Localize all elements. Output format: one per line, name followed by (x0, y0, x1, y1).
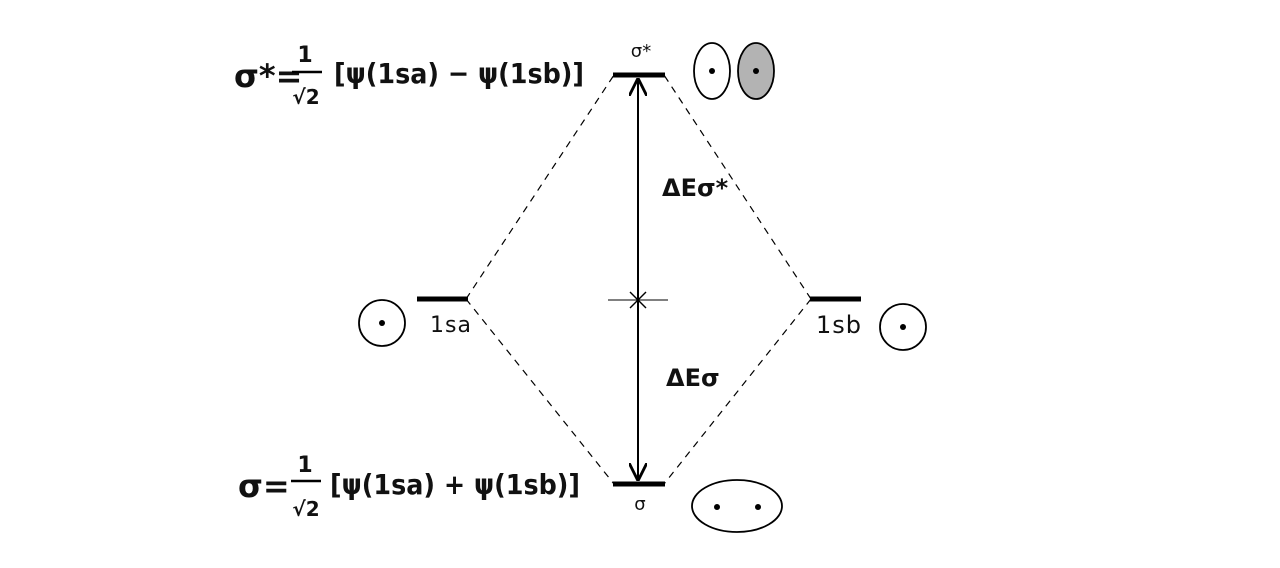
correlation-line-1sa-sigma-star (465, 74, 615, 300)
bonding-coefficient-denominator: √2 (292, 497, 319, 521)
reference-cross-b (629, 291, 647, 309)
energy-gap-lower-label: ΔEσ (666, 364, 720, 392)
antibonding-bracket: [ψ(1sa) − ψ(1sb)] (334, 57, 584, 90)
atomic-label-1sb: 1sb (816, 311, 862, 339)
bonding-coefficient-numerator: 1 (297, 453, 312, 478)
antibonding-coefficient-denominator: √2 (292, 85, 319, 109)
sigma-star-label: σ* (631, 41, 651, 62)
correlation-line-1sb-sigma (663, 298, 812, 485)
bonding-lhs: σ= (238, 467, 290, 505)
bonding-bracket: [ψ(1sa) + ψ(1sb)] (330, 468, 580, 501)
atomic-orbital-b-icon (879, 303, 927, 351)
bonding-orbital-icon (691, 479, 783, 533)
correlation-line-1sb-sigma-star (663, 74, 812, 300)
bonding-equation: σ= 1 √2 [ψ(1sa) + ψ(1sb)] (238, 453, 580, 521)
antibonding-lhs: σ*= (234, 57, 302, 95)
energy-gap-upper-label: ΔEσ* (662, 174, 729, 202)
atomic-label-1sa: 1sa (430, 313, 472, 338)
antibonding-coefficient-numerator: 1 (297, 43, 312, 68)
atomic-orbital-a-icon (358, 299, 406, 347)
correlation-line-1sa-sigma (465, 298, 615, 485)
sigma-label: σ (634, 494, 645, 515)
antibonding-equation: σ*= 1 √2 [ψ(1sa) − ψ(1sb)] (234, 43, 584, 109)
antibonding-orbital-icon (693, 42, 775, 100)
